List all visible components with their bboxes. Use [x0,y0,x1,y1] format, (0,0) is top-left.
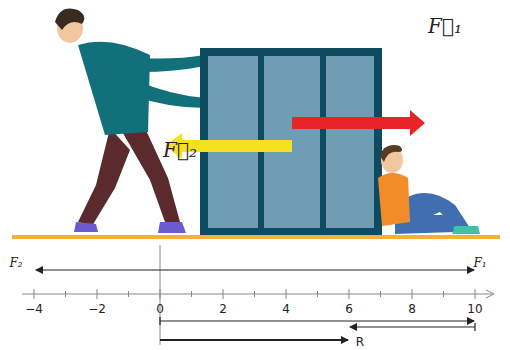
axis-tick [317,291,318,297]
axis-force-label: F₂ [9,257,22,269]
axis-tick [34,289,35,299]
resultant-range-arrow [36,269,474,270]
resultant-vector [160,339,348,341]
tick-number: −2 [88,303,106,315]
tick-number: 6 [345,303,353,315]
tick-number: 10 [467,303,482,315]
axis-tick [475,289,476,299]
axis-tick [412,289,413,299]
axis-tick [160,289,161,299]
axis-tick [65,291,66,297]
f2-vector [350,326,475,327]
tick-number: 4 [282,303,290,315]
ground-line [12,235,500,239]
force-label: F⃗₁ [428,16,462,36]
vector-start [159,317,160,325]
vector-start [474,323,475,331]
force-arrow-f1 [292,110,425,136]
tick-number: 8 [408,303,416,315]
axis-tick [349,289,350,299]
axis-tick [443,291,444,297]
boy-figure [378,145,480,234]
f1-vector [160,320,474,321]
tick-number: 2 [219,303,227,315]
axis-tick [254,291,255,297]
axis-tick [286,289,287,299]
man-figure [55,9,214,234]
axis-tick [97,289,98,299]
resultant-label: R [356,336,364,348]
axis-tick [380,291,381,297]
tick-number: 0 [156,303,164,315]
number-line [22,245,494,345]
axis-tick [191,291,192,297]
axis-tick [223,289,224,299]
axis-force-label: F₁ [473,257,486,269]
force-label: F⃗₂ [163,140,197,160]
axis-tick [128,291,129,297]
tick-number: −4 [25,303,43,315]
